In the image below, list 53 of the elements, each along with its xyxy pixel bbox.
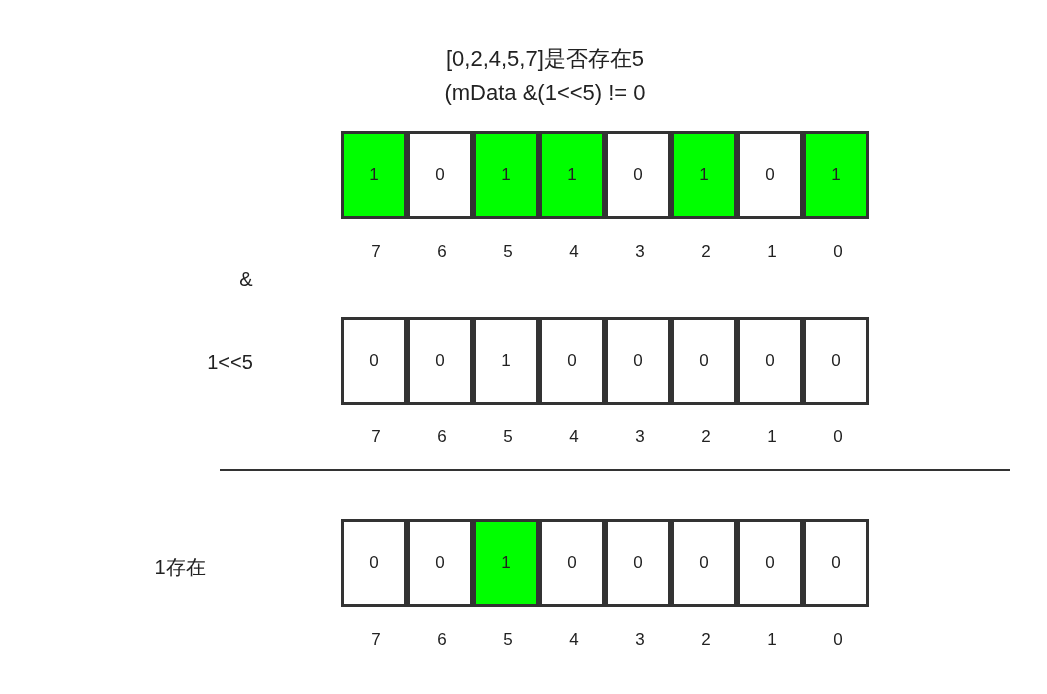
bit-cell: 0: [407, 131, 473, 219]
row-label: &: [239, 267, 253, 292]
row-label: 1<<5: [207, 350, 253, 375]
bit-cell: 0: [407, 519, 473, 607]
title: [0,2,4,5,7]是否存在5: [444, 45, 646, 73]
bit-cell: 0: [605, 131, 671, 219]
bit-cell: 1: [539, 131, 605, 219]
bit-cell: 0: [803, 317, 869, 405]
bit-cell: 1: [803, 131, 869, 219]
bit-cell: 1: [473, 519, 539, 607]
bit-index: 7: [371, 629, 381, 652]
bit-index: 4: [569, 241, 579, 264]
bit-cell: 0: [539, 317, 605, 405]
bit-index: 1: [767, 629, 777, 652]
bit-index: 7: [371, 241, 381, 264]
bit-index: 7: [371, 426, 381, 449]
bit-index: 0: [833, 426, 843, 449]
bit-cell: 1: [473, 317, 539, 405]
bit-index: 5: [503, 241, 513, 264]
bit-cell: 0: [605, 317, 671, 405]
bit-index: 4: [569, 629, 579, 652]
bit-cell: 0: [737, 317, 803, 405]
bit-cell: 0: [539, 519, 605, 607]
bit-cell: 0: [407, 317, 473, 405]
bit-cell: 0: [671, 317, 737, 405]
bit-index: 3: [635, 426, 645, 449]
bit-cell: 1: [341, 131, 407, 219]
bit-index: 5: [503, 629, 513, 652]
bit-cell: 0: [803, 519, 869, 607]
bit-index: 1: [767, 241, 777, 264]
bit-index: 1: [767, 426, 777, 449]
bit-index: 0: [833, 241, 843, 264]
bit-cell: 0: [737, 519, 803, 607]
bit-index: 0: [833, 629, 843, 652]
bit-cell: 1: [473, 131, 539, 219]
bit-index: 3: [635, 629, 645, 652]
bit-index: 2: [701, 426, 711, 449]
bit-index: 6: [437, 241, 447, 264]
bit-index: 4: [569, 426, 579, 449]
bit-index: 3: [635, 241, 645, 264]
bit-cell: 0: [341, 317, 407, 405]
subtitle: (mData &(1<<5) != 0: [444, 78, 646, 107]
bit-cell: 1: [671, 131, 737, 219]
bit-index: 5: [503, 426, 513, 449]
bit-cell: 0: [605, 519, 671, 607]
bit-index: 2: [701, 241, 711, 264]
bit-index: 6: [437, 426, 447, 449]
bit-cell: 0: [671, 519, 737, 607]
bit-cell: 0: [341, 519, 407, 607]
bit-index: 6: [437, 629, 447, 652]
row-label: 1存在: [154, 555, 206, 580]
bit-cell: 0: [737, 131, 803, 219]
bit-index: 2: [701, 629, 711, 652]
